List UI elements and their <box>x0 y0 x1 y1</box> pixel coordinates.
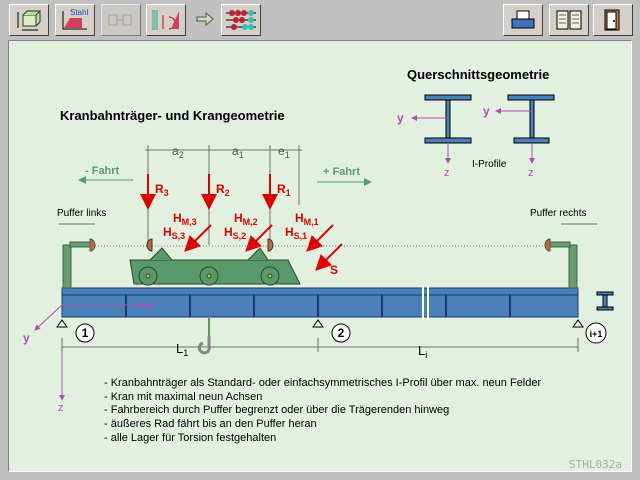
svg-text:1: 1 <box>82 326 89 340</box>
crane-girder <box>61 285 579 320</box>
geometry-button[interactable] <box>9 4 49 36</box>
bullet-item: - äußeres Rad fährt bis an den Puffer he… <box>104 418 317 430</box>
moment-icon <box>152 10 179 30</box>
end-stop-right <box>544 238 578 289</box>
i-profile-monosymmetric <box>507 94 555 144</box>
svg-text:R2: R2 <box>216 182 230 198</box>
svg-text:y: y <box>23 331 30 345</box>
svg-text:a1: a1 <box>232 144 244 160</box>
section-label: I-Profile <box>472 159 507 170</box>
svg-text:z: z <box>528 167 534 179</box>
svg-text:Li: Li <box>418 343 427 360</box>
diagram-title: Kranbahnträger- und Krangeometrie <box>60 108 285 123</box>
svg-text:R1: R1 <box>277 182 291 198</box>
svg-text:+ Fahrt: + Fahrt <box>323 166 360 178</box>
end-stop-left <box>62 238 96 289</box>
svg-text:i+1: i+1 <box>590 329 603 339</box>
svg-text:a2: a2 <box>172 144 184 160</box>
svg-text:HS,2: HS,2 <box>224 225 246 241</box>
steel-material-button[interactable]: Stahl <box>55 4 95 36</box>
svg-text:y: y <box>397 111 404 125</box>
svg-text:HM,2: HM,2 <box>234 211 258 227</box>
bullet-item: - Kranbahnträger als Standard- oder einf… <box>104 377 542 389</box>
hook-icon <box>197 336 211 355</box>
small-i-profile-icon <box>596 291 614 311</box>
stress-strain-icon: Stahl <box>62 8 88 30</box>
section-title: Querschnittsgeometrie <box>407 67 549 82</box>
svg-text:Puffer links: Puffer links <box>57 208 106 219</box>
box-dimension-icon <box>17 10 42 31</box>
svg-text:R3: R3 <box>155 182 169 198</box>
svg-text:2: 2 <box>338 326 345 340</box>
manual-button[interactable] <box>549 4 589 36</box>
svg-text:HM,1: HM,1 <box>295 211 319 227</box>
book-icon <box>556 10 582 30</box>
screen-code: STHL032a <box>569 458 622 471</box>
svg-text:HM,3: HM,3 <box>173 211 197 227</box>
print-button[interactable] <box>503 4 543 36</box>
bullet-item: - Fahrbereich durch Puffer begrenzt oder… <box>104 404 450 416</box>
connection-button[interactable] <box>101 4 141 36</box>
svg-text:HS,3: HS,3 <box>163 225 185 241</box>
svg-text:z: z <box>58 402 64 414</box>
bullet-item: - alle Lager für Torsion festgehalten <box>104 432 277 444</box>
svg-text:- Fahrt: - Fahrt <box>85 165 120 177</box>
results-button[interactable] <box>221 4 261 36</box>
crane <box>129 238 301 286</box>
svg-text:z: z <box>444 167 450 179</box>
door-exit-icon <box>604 9 620 31</box>
exit-button[interactable] <box>593 4 633 36</box>
loads-button[interactable] <box>146 4 186 36</box>
svg-text:x: x <box>146 298 153 312</box>
svg-text:L1: L1 <box>176 341 188 358</box>
arrow-right-icon <box>196 12 214 26</box>
svg-text:Stahl: Stahl <box>70 8 88 17</box>
printer-icon <box>511 10 535 29</box>
svg-text:e1: e1 <box>278 144 290 160</box>
svg-text:y: y <box>483 104 490 118</box>
svg-text:S: S <box>330 263 338 277</box>
abacus-icon <box>226 10 256 30</box>
svg-text:Puffer rechts: Puffer rechts <box>530 208 587 219</box>
svg-text:HS,1: HS,1 <box>285 225 307 241</box>
bullet-item: - Kran mit maximal neun Achsen <box>104 391 263 403</box>
bolt-icon <box>108 14 132 26</box>
i-profile-symmetric <box>424 94 472 144</box>
